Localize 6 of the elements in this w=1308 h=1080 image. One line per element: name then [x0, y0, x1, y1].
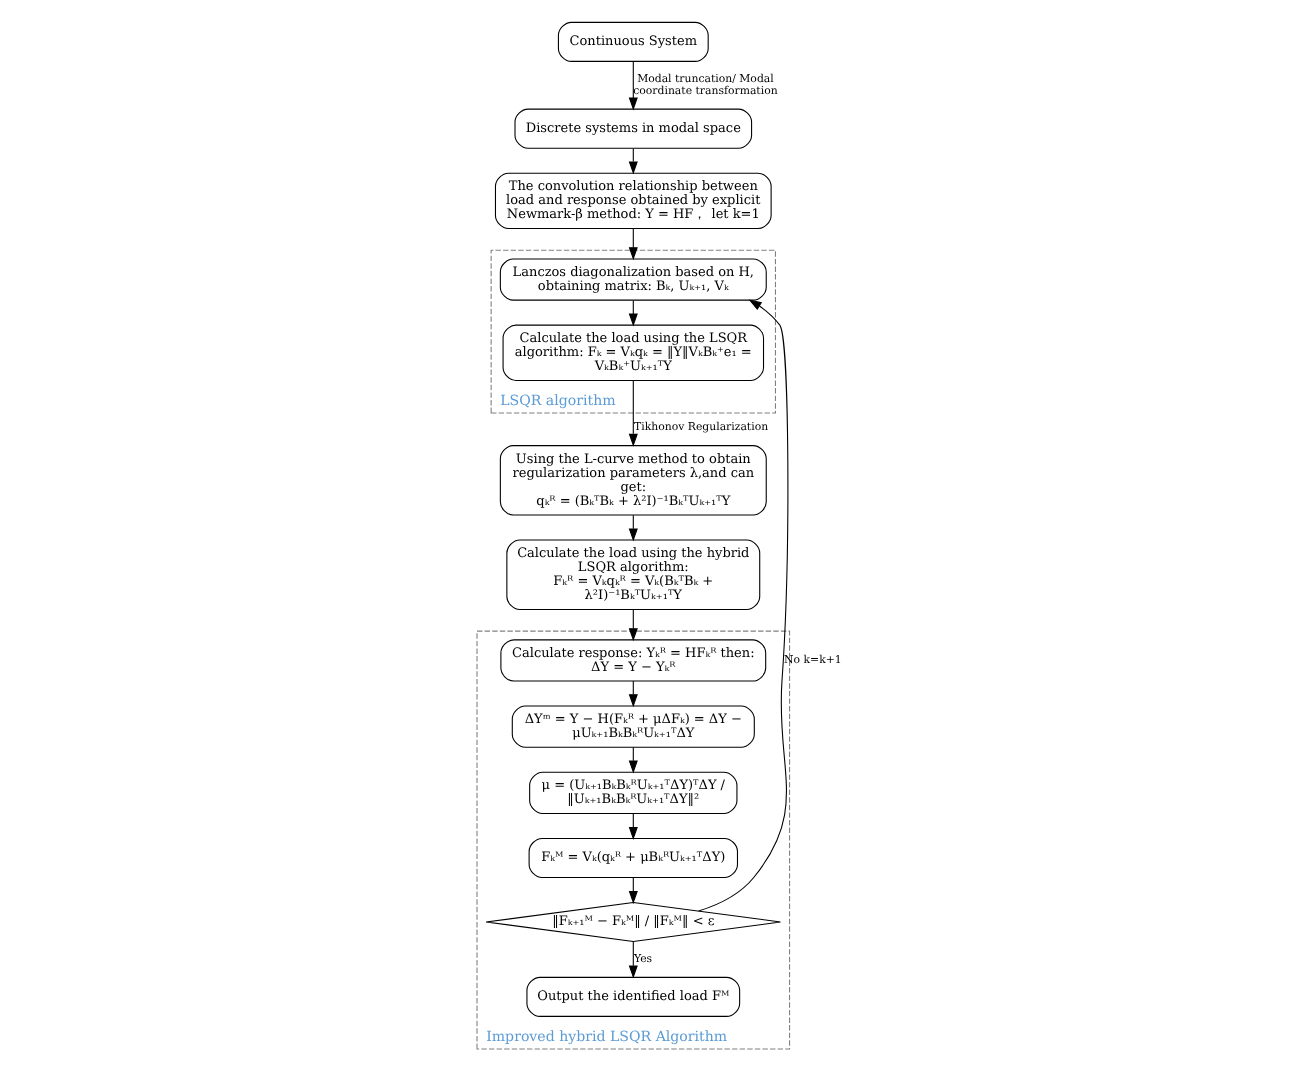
arrow — [627, 609, 637, 642]
arrow — [627, 228, 637, 261]
arrow — [697, 299, 788, 912]
arrow — [627, 380, 637, 447]
arrow — [627, 61, 637, 111]
arrow — [627, 941, 637, 979]
